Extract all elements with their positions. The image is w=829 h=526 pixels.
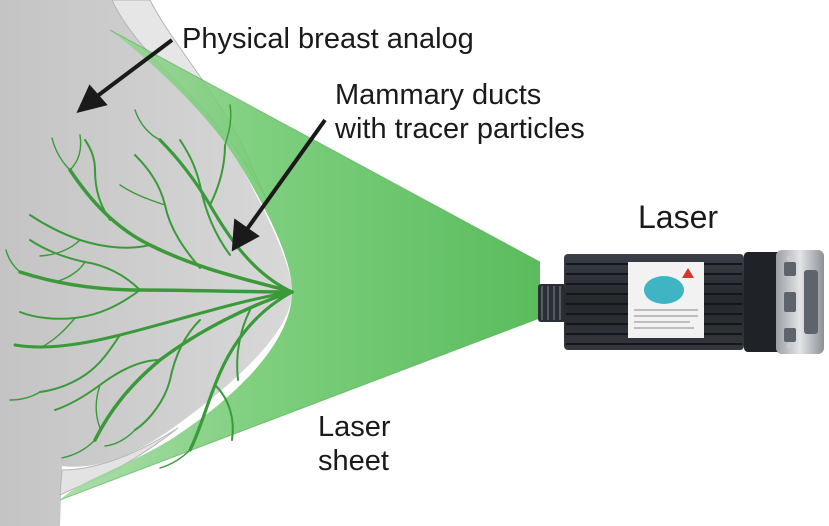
pointer-arrows [76,38,327,252]
breast-analog [0,0,292,526]
laser-sheet [60,30,540,500]
label-mammary-ducts-line1: Mammary ducts [335,79,542,111]
mammary-ducts [5,104,294,469]
label-mammary-ducts: Mammary ducts with tracer particles [335,78,585,146]
arrow-mammary-ducts [243,118,327,234]
label-laser-sheet-line2: sheet [318,445,389,477]
laser-device-icon [538,250,824,354]
label-laser-sheet-line1: Laser [318,411,391,443]
label-physical-breast-analog: Physical breast analog [182,23,474,55]
label-mammary-ducts-line2: with tracer particles [335,113,585,145]
label-laser-sheet: Laser sheet [318,410,391,478]
label-laser: Laser [638,199,719,235]
arrow-breast-analog [90,38,174,102]
